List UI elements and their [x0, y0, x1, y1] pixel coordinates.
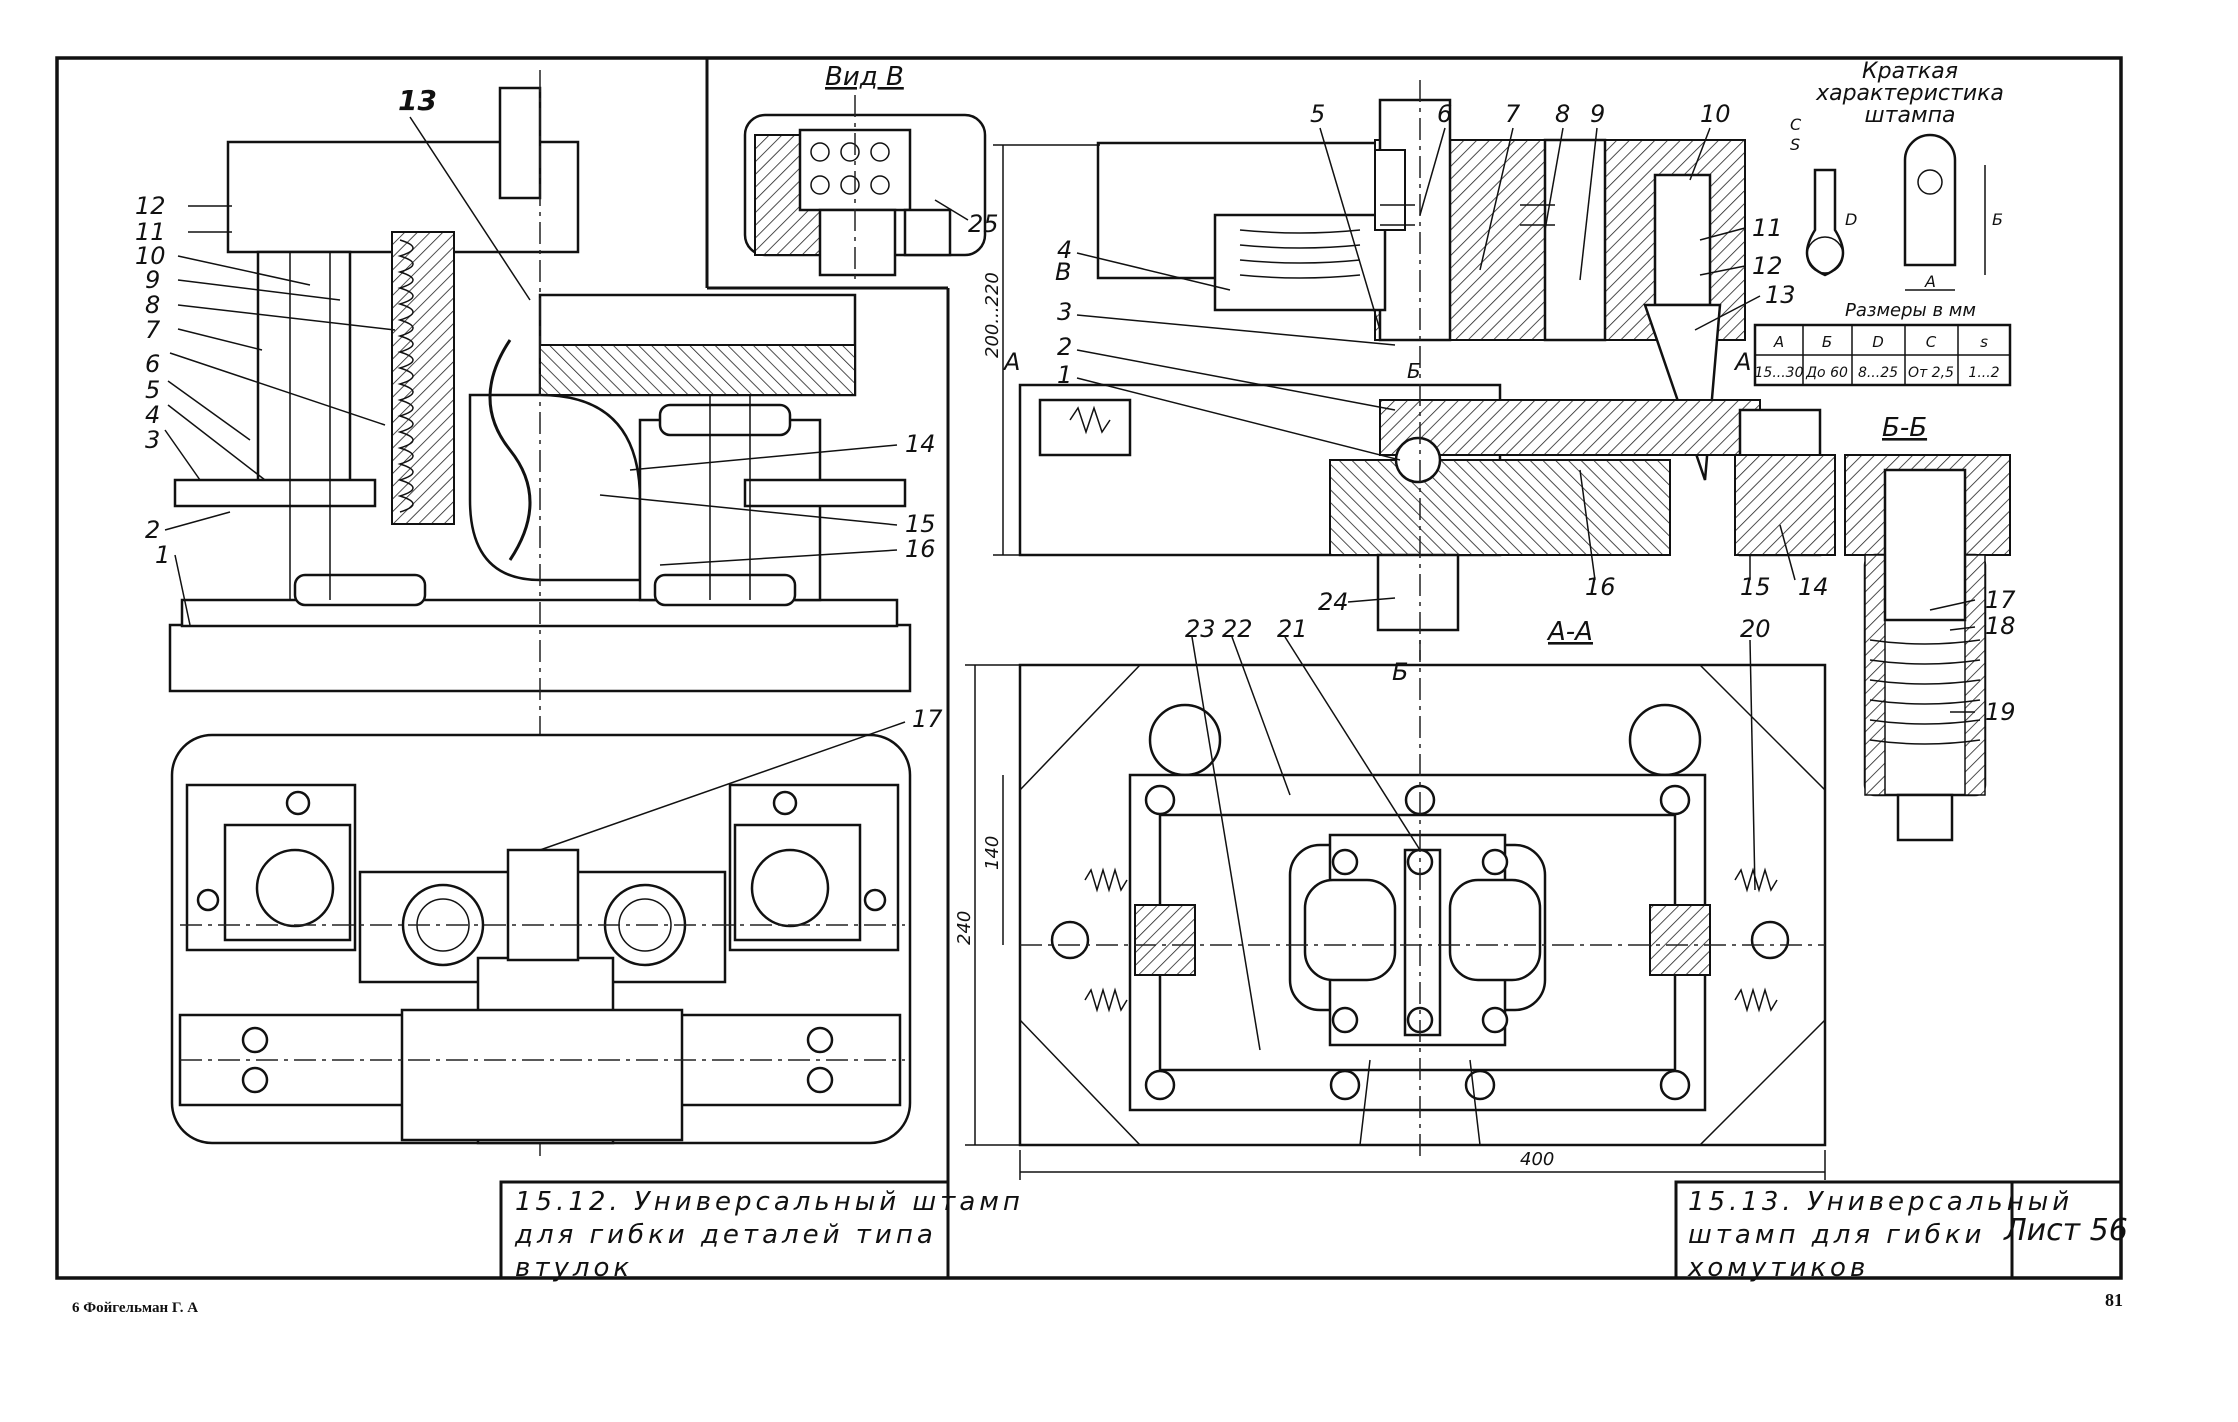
svg-text:7: 7	[1505, 100, 1521, 128]
fig-15-13-title: 15.13. Универсальный штамп для гибки хом…	[1688, 1187, 2074, 1283]
svg-text:15...30: 15...30	[1755, 365, 1804, 381]
fig-15-13-labels: Вид В 25 А-А Б-Б В А А Б Б 200...220 140…	[825, 62, 2016, 1170]
svg-text:Размеры в мм: Размеры в мм	[1845, 300, 1976, 321]
svg-text:D: D	[1845, 210, 1857, 229]
svg-text:22: 22	[1222, 615, 1253, 643]
svg-text:А: А	[1002, 348, 1020, 376]
svg-text:Б: Б	[1822, 333, 1832, 351]
svg-text:25: 25	[968, 210, 999, 238]
page-number: 81	[2105, 1290, 2123, 1310]
svg-text:До 60: До 60	[1805, 365, 1848, 381]
svg-text:10: 10	[1700, 100, 1731, 128]
svg-text:С: С	[1790, 115, 1802, 134]
svg-text:4: 4	[1057, 236, 1072, 264]
svg-text:11: 11	[1752, 214, 1783, 242]
svg-text:5: 5	[1310, 100, 1325, 128]
svg-text:23: 23	[1185, 615, 1216, 643]
section-bb	[1844, 454, 2011, 842]
characteristics-table	[1753, 323, 2012, 387]
svg-text:Б-Б: Б-Б	[1882, 413, 1927, 443]
svg-text:8: 8	[1555, 100, 1570, 128]
fig-15-12-callouts: 1 2 3 4 5 6 7 8 9 10 11 12 13 14 15 16 1…	[135, 84, 943, 733]
svg-text:С: С	[1926, 333, 1937, 351]
svg-text:13: 13	[398, 84, 437, 117]
characteristics-heading-line-3: штампа	[1865, 103, 1956, 128]
svg-text:17: 17	[1985, 586, 2016, 614]
fig-15-13-section-aa	[1018, 80, 1836, 660]
svg-text:От 2,5: От 2,5	[1908, 365, 1954, 381]
svg-text:21: 21	[1277, 615, 1308, 643]
svg-text:16: 16	[1585, 573, 1616, 601]
svg-text:D: D	[1872, 333, 1884, 351]
svg-text:S: S	[1790, 135, 1800, 154]
svg-text:1: 1	[1057, 361, 1072, 389]
fig-15-12-front-view	[168, 70, 912, 1160]
svg-text:1...2: 1...2	[1968, 365, 1999, 381]
characteristics-heading-line-2: характеристика	[1815, 81, 2004, 106]
svg-text:5: 5	[145, 376, 160, 404]
svg-text:7: 7	[145, 316, 161, 344]
svg-text:3: 3	[145, 426, 160, 454]
workpiece-sketches	[1805, 133, 1986, 291]
svg-text:2: 2	[1057, 333, 1072, 361]
svg-text:11: 11	[135, 218, 166, 246]
fig-15-12-title: 15.12. Универсальный штамп для гибки дет…	[515, 1187, 1024, 1283]
svg-text:200...220: 200...220	[982, 272, 1003, 358]
svg-text:15: 15	[1740, 573, 1771, 601]
svg-text:12: 12	[135, 192, 166, 220]
svg-text:12: 12	[1752, 252, 1783, 280]
svg-text:8: 8	[145, 291, 160, 319]
sheet-frame	[55, 56, 2123, 1280]
sheet-label: Лист 56	[2003, 1213, 2128, 1248]
svg-text:В: В	[1055, 258, 1071, 286]
svg-text:Б: Б	[1407, 359, 1421, 383]
svg-text:6: 6	[1437, 100, 1452, 128]
svg-text:s: s	[1980, 333, 1988, 351]
svg-text:20: 20	[1740, 615, 1771, 643]
svg-text:4: 4	[145, 401, 160, 429]
characteristics-heading-line-1: Краткая	[1862, 59, 1958, 84]
svg-text:А: А	[1924, 272, 1936, 291]
svg-text:18: 18	[1985, 612, 2016, 640]
svg-text:240: 240	[954, 911, 975, 945]
svg-text:1: 1	[155, 541, 170, 569]
characteristics-text: Краткая характеристика штампа С S D А Б …	[1755, 59, 2004, 381]
svg-text:9: 9	[1590, 100, 1605, 128]
svg-text:3: 3	[1057, 298, 1072, 326]
svg-text:19: 19	[1985, 698, 2016, 726]
svg-text:140: 140	[982, 836, 1003, 870]
footer-author: 6 Фойгельман Г. А	[72, 1300, 199, 1316]
svg-text:9: 9	[145, 266, 160, 294]
svg-text:15: 15	[905, 510, 936, 538]
svg-text:6: 6	[145, 350, 160, 378]
svg-text:А: А	[1773, 333, 1784, 351]
svg-text:Вид В: Вид В	[825, 62, 904, 92]
svg-text:Б: Б	[1392, 658, 1408, 686]
fig-15-12-plan-view	[170, 733, 912, 1145]
svg-text:А: А	[1733, 348, 1751, 376]
dimension-lines	[965, 144, 1826, 1180]
leader-lines	[164, 116, 1976, 1051]
svg-text:Б: Б	[1992, 210, 2003, 229]
svg-text:16: 16	[905, 535, 936, 563]
svg-text:17: 17	[912, 705, 943, 733]
fig-15-13-plan-view	[1018, 640, 1827, 1160]
view-b-detail	[743, 95, 987, 280]
svg-text:8...25: 8...25	[1858, 365, 1898, 381]
svg-text:13: 13	[1765, 281, 1796, 309]
svg-text:2: 2	[145, 516, 160, 544]
svg-text:14: 14	[905, 430, 936, 458]
svg-text:400: 400	[1520, 1149, 1554, 1170]
svg-text:10: 10	[135, 242, 166, 270]
svg-text:А-А: А-А	[1546, 617, 1593, 647]
svg-text:14: 14	[1798, 573, 1829, 601]
svg-text:24: 24	[1318, 588, 1349, 616]
